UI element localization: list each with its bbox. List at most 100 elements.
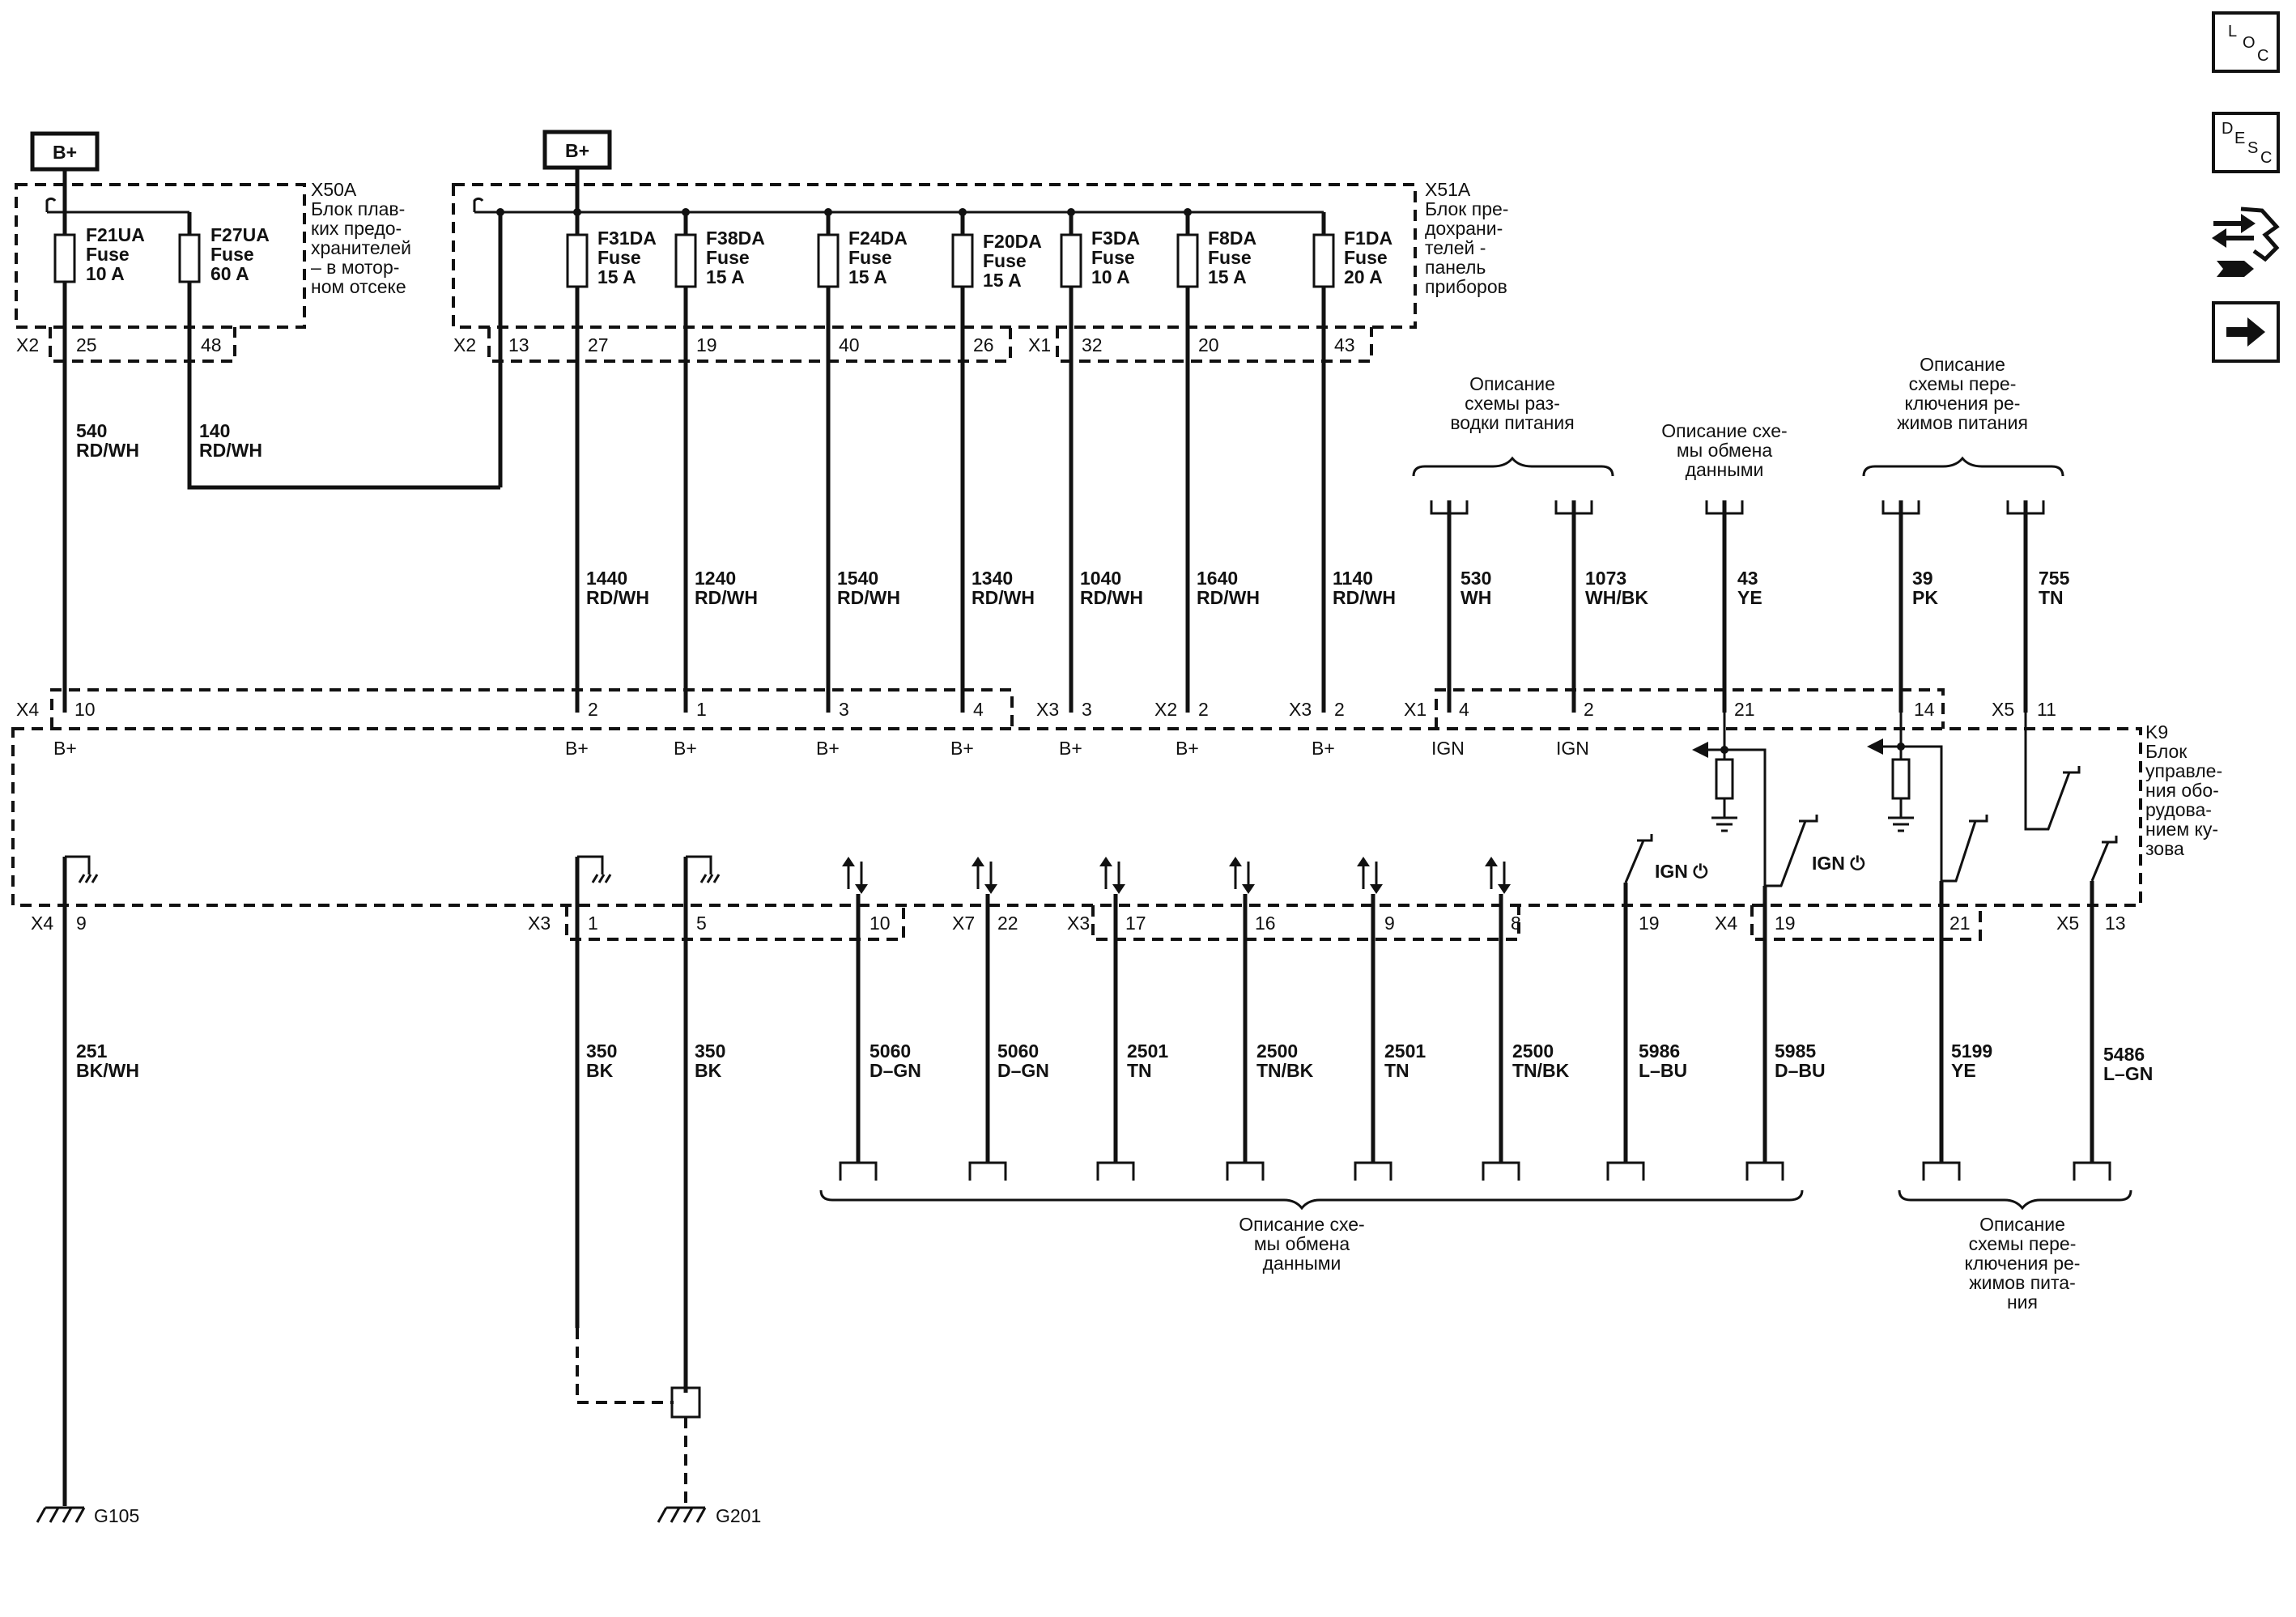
wire-251-circuit: 251: [76, 1040, 108, 1062]
wire-755-color: TN: [2039, 587, 2064, 608]
wire-350a-circuit: 350: [586, 1040, 617, 1062]
wire-540-circuit: 540: [76, 420, 107, 441]
ref-power-mode-top-1: Описание: [1920, 354, 2005, 375]
upper-wire-labels: 540 RD/WH 140 RD/WH 1440 RD/WH 1240 RD/W…: [76, 420, 2070, 608]
wire-1240-color: RD/WH: [695, 587, 758, 608]
ref-power-mode-top-2: схемы пере-: [1909, 373, 2017, 394]
wire-5985-circuit: 5985: [1775, 1040, 1816, 1062]
k9-bplus-7: B+: [1176, 738, 1199, 759]
fuse-f24da-rating: 15 A: [848, 266, 887, 287]
k9-bplus-8: B+: [1312, 738, 1335, 759]
k9-top-pin-2b: 2: [1198, 699, 1209, 720]
k9-desc-4: рудова-: [2145, 799, 2212, 820]
k9-bottom-x4b: X4: [1715, 913, 1737, 934]
k9-top-x3b: X3: [1289, 699, 1312, 720]
wire-140-circuit: 140: [199, 420, 230, 441]
k9-ign-1: IGN: [1431, 738, 1465, 759]
fuse-f21ua-pin: 25: [76, 334, 97, 355]
wire-1440-color: RD/WH: [586, 587, 649, 608]
ground-g105: G105: [36, 1505, 139, 1526]
k9-top-pin-14: 14: [1914, 699, 1935, 720]
wire-1073-circuit: 1073: [1585, 568, 1626, 589]
connector-repair-icon[interactable]: [2209, 202, 2283, 280]
fuse-f27ua-pin: 48: [201, 334, 222, 355]
x50a-desc-3: хранителей: [311, 237, 411, 258]
k9-top-pin-2c: 2: [1334, 699, 1345, 720]
lower-wires: 251 BK/WH 350 BK 350 BK 5060 D–GN 5060 D…: [62, 857, 2153, 1506]
ref-power-mode-top-3: ключения ре-: [1905, 393, 2021, 414]
fuse-f24da-name: F24DA: [848, 228, 908, 249]
fuse-f8da-name: F8DA: [1208, 228, 1256, 249]
next-page-button[interactable]: [2212, 301, 2280, 363]
fuse-f31da-name: F31DA: [597, 228, 657, 249]
loc-button[interactable]: L O C: [2212, 11, 2280, 73]
ref-power-mode-top-4: жимов питания: [1897, 412, 2028, 433]
wire-251-color: BK/WH: [76, 1060, 139, 1081]
loc-letter-c: C: [2257, 47, 2269, 65]
wire-5986-color: L–BU: [1639, 1060, 1687, 1081]
k9-top-connector: X4 10 2 1 3 4 X3 3 X2 2 X3 2 X1 4 2 21 1…: [16, 688, 2056, 729]
wire-1440-circuit: 1440: [586, 568, 627, 589]
fuse-f20da-pin: 26: [973, 334, 994, 355]
k9-bottom-x7: X7: [952, 913, 975, 934]
x51a-id: X51A: [1425, 179, 1471, 200]
ref-power-mode-bottom-2: схемы пере-: [1969, 1233, 2077, 1254]
wire-755-circuit: 755: [2039, 568, 2070, 589]
fuse-f8da-rating: 15 A: [1208, 266, 1247, 287]
k9-bplus-6: B+: [1059, 738, 1082, 759]
fuse-f1da-rating: 20 A: [1344, 266, 1383, 287]
wire-43-color: YE: [1737, 587, 1762, 608]
fuse-f8da-type: Fuse: [1208, 247, 1252, 268]
fuse-f21ua-name: F21UA: [86, 224, 145, 245]
loc-letter-o: O: [2243, 34, 2256, 52]
fuse-f24da-type: Fuse: [848, 247, 892, 268]
fuse-f31da-type: Fuse: [597, 247, 641, 268]
fuse-f3da-name: F3DA: [1091, 228, 1140, 249]
desc-letter-e: E: [2234, 130, 2246, 147]
k9-bottom-pin-1: 1: [588, 913, 598, 934]
k9-desc-2: управле-: [2145, 760, 2222, 781]
k9-bottom-pin-5: 5: [696, 913, 707, 934]
ref-power-distribution-3: водки питания: [1450, 412, 1574, 433]
fuse-f38da-name: F38DA: [706, 228, 765, 249]
wire-350b-color: BK: [695, 1060, 722, 1081]
desc-button[interactable]: D E S C: [2212, 112, 2280, 173]
ref-data-comm-top-2: мы обмена: [1677, 440, 1772, 461]
k9-bplus-3: B+: [674, 738, 697, 759]
k9-bottom-pin-21: 21: [1949, 913, 1971, 934]
k9-bplus-4: B+: [816, 738, 840, 759]
k9-desc-6: зова: [2145, 838, 2184, 859]
x51a-desc-3: телей -: [1425, 237, 1486, 258]
fuse-block-x50a: X50A Блок плав- ких предо- хранителей – …: [15, 169, 500, 713]
wire-2501a-circuit: 2501: [1127, 1040, 1168, 1062]
ref-power-distribution-1: Описание: [1469, 373, 1555, 394]
fuse-f3da-pin: 32: [1082, 334, 1103, 355]
k9-top-pin-1: 1: [696, 699, 707, 720]
wire-540-color: RD/WH: [76, 440, 139, 461]
wire-1540-color: RD/WH: [837, 587, 900, 608]
ref-data-comm-bottom-2: мы обмена: [1254, 1233, 1350, 1254]
ref-data-comm-top-1: Описание схе-: [1661, 420, 1787, 441]
x50a-connector-x2: X2: [16, 334, 39, 355]
arrow-right-icon: [2226, 317, 2265, 347]
k9-bottom-pin-19a: 19: [1639, 913, 1660, 934]
k9-top-x3a: X3: [1036, 699, 1059, 720]
k9-bottom-pin-22: 22: [997, 913, 1018, 934]
fuse-f3da-rating: 10 A: [1091, 266, 1130, 287]
ign-power-label-1: IGN ⏻: [1655, 861, 1708, 882]
k9-bplus-5: B+: [950, 738, 974, 759]
ground-g201: G201: [657, 1505, 761, 1526]
wire-5060b-circuit: 5060: [997, 1040, 1039, 1062]
wire-5486-circuit: 5486: [2103, 1044, 2145, 1065]
fuse-f24da-pin: 40: [839, 334, 860, 355]
fuse-f27ua-symbol: [178, 233, 201, 283]
k9-ign-2: IGN: [1556, 738, 1589, 759]
wire-1540-circuit: 1540: [837, 568, 878, 589]
wire-2501b-circuit: 2501: [1384, 1040, 1426, 1062]
k9-bottom-pin-17: 17: [1125, 913, 1146, 934]
k9-top-pin-3b: 3: [1082, 699, 1092, 720]
ref-data-comm-bottom-3: данными: [1263, 1253, 1341, 1274]
fuse-f38da-type: Fuse: [706, 247, 750, 268]
wire-2501b-color: TN: [1384, 1060, 1409, 1081]
k9-bottom-pin-9b: 9: [1384, 913, 1395, 934]
